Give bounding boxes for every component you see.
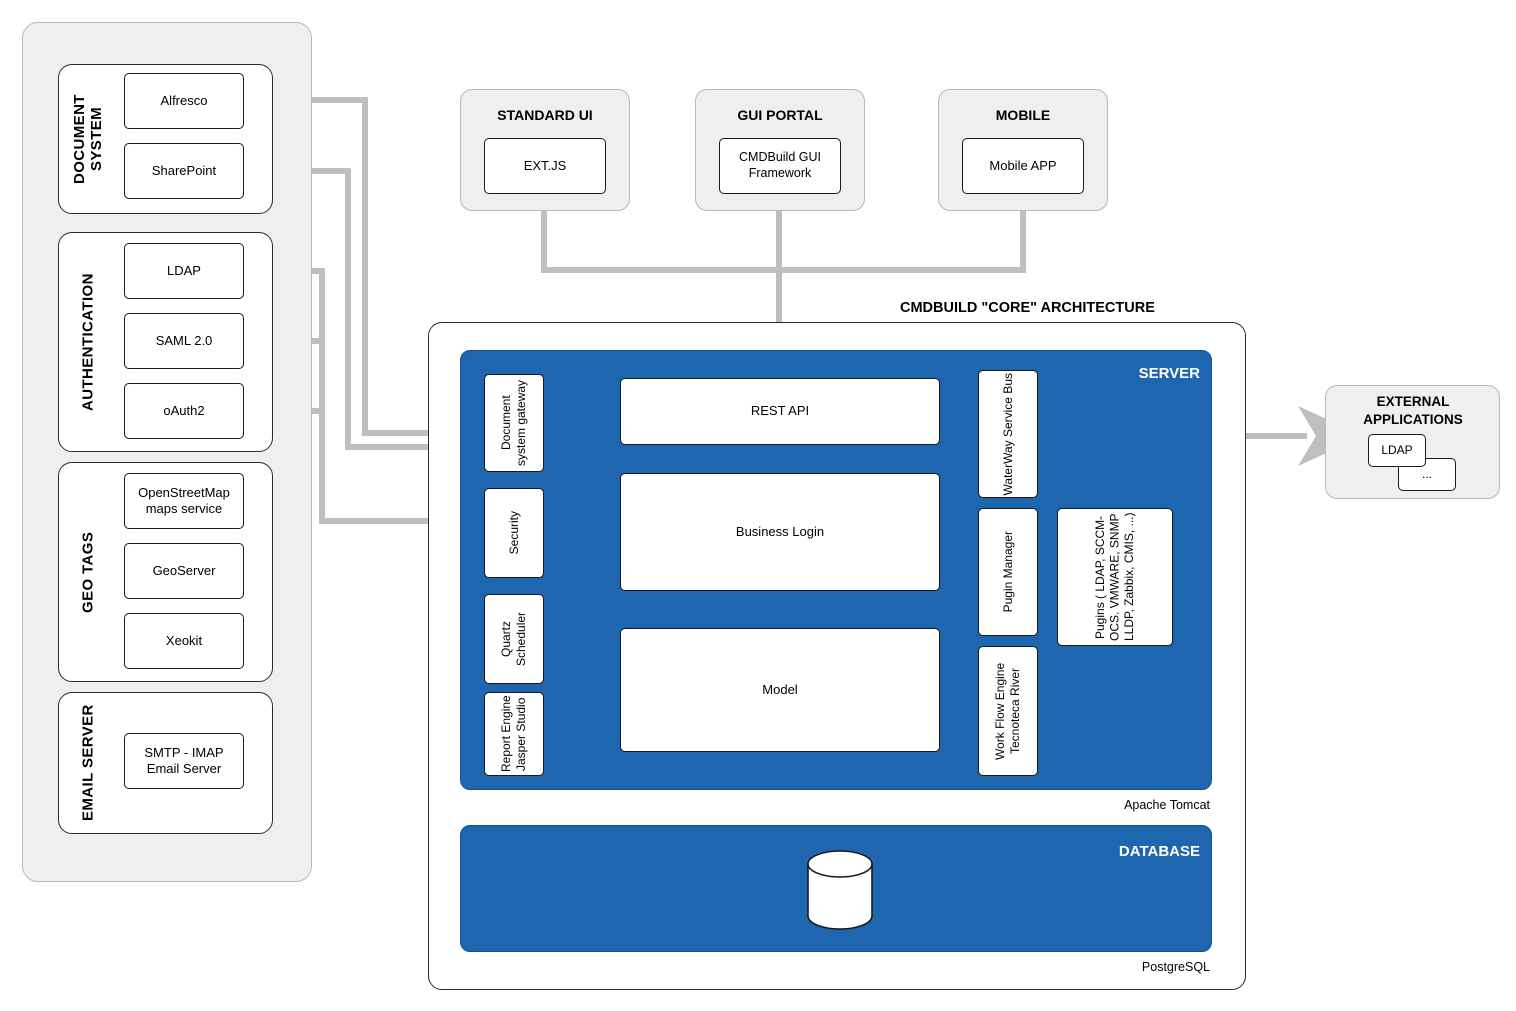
- node-business-login[interactable]: Business Login: [620, 473, 940, 591]
- node-geoserver[interactable]: GeoServer: [124, 543, 244, 599]
- card-mobile-title: MOBILE: [995, 107, 1051, 123]
- node-work-flow-engine[interactable]: Work Flow Engine Tecnoteca River: [978, 646, 1038, 776]
- node-xeokit-label: Xeokit: [165, 632, 203, 648]
- card-gui-portal-title: GUI PORTAL: [737, 107, 823, 123]
- node-security[interactable]: Security: [484, 488, 544, 578]
- node-cmdbuild-gui-framework-label: CMDBuild GUI Framework: [739, 150, 821, 180]
- node-model[interactable]: Model: [620, 628, 940, 752]
- node-smtp-imap[interactable]: SMTP - IMAP Email Server: [124, 733, 244, 789]
- runtime-label: Apache Tomcat: [1124, 798, 1210, 812]
- group-geo-tags-label: GEO TAGS: [79, 531, 97, 613]
- node-business-login-label: Business Login: [735, 523, 825, 539]
- node-sharepoint[interactable]: SharePoint: [124, 143, 244, 199]
- node-extjs[interactable]: EXT.JS: [484, 138, 606, 194]
- db-engine-label: PostgreSQL: [1141, 960, 1210, 974]
- node-waterway-service-bus[interactable]: WaterWay Service Bus: [978, 370, 1038, 498]
- node-alfresco[interactable]: Alfresco: [124, 73, 244, 129]
- group-authentication-label: AUTHENTICATION: [79, 273, 97, 411]
- node-ldap-label: LDAP: [167, 262, 201, 278]
- node-external-ldap-label: LDAP: [1381, 443, 1413, 457]
- node-xeokit[interactable]: Xeokit: [124, 613, 244, 669]
- node-oauth2[interactable]: oAuth2: [124, 383, 244, 439]
- node-document-system-gateway-label: Document system gateway: [499, 379, 528, 467]
- node-openstreetmap-label: OpenStreetMap maps service: [138, 484, 230, 516]
- node-mobile-app[interactable]: Mobile APP: [962, 138, 1084, 194]
- node-report-engine-jasper-studio[interactable]: Report Engine Jasper Studio: [484, 692, 544, 776]
- node-quartz-scheduler-label: Quartz Scheduler: [499, 611, 528, 667]
- node-report-engine-jasper-studio-label: Report Engine Jasper Studio: [499, 695, 528, 773]
- node-openstreetmap[interactable]: OpenStreetMap maps service: [124, 473, 244, 529]
- node-plugins-label: Pugins ( LDAP, SCCM-OCS. VMWARE, SNMP LL…: [1093, 512, 1137, 642]
- node-sharepoint-label: SharePoint: [151, 162, 217, 178]
- node-pugin-manager[interactable]: Pugin Manager: [978, 508, 1038, 636]
- wire-mobile-to-core: [779, 211, 1026, 273]
- node-model-label: Model: [762, 681, 798, 697]
- external-applications-title: EXTERNAL APPLICATIONS: [1363, 394, 1463, 427]
- wire-standardui-to-core: [541, 211, 779, 273]
- node-saml[interactable]: SAML 2.0: [124, 313, 244, 369]
- database-cylinder-icon: [807, 850, 873, 930]
- node-oauth2-label: oAuth2: [163, 402, 205, 418]
- card-standard-ui-title: STANDARD UI: [497, 107, 593, 123]
- node-alfresco-label: Alfresco: [160, 92, 208, 108]
- node-external-more-label: ...: [1421, 467, 1432, 481]
- node-rest-api[interactable]: REST API: [620, 378, 940, 445]
- node-document-system-gateway[interactable]: Document system gateway: [484, 374, 544, 472]
- node-extjs-label: EXT.JS: [523, 157, 567, 173]
- node-quartz-scheduler[interactable]: Quartz Scheduler: [484, 594, 544, 684]
- node-saml-label: SAML 2.0: [155, 332, 213, 348]
- node-rest-api-label: REST API: [750, 403, 810, 419]
- node-geoserver-label: GeoServer: [152, 562, 216, 578]
- node-waterway-service-bus-label: WaterWay Service Bus: [1000, 372, 1015, 496]
- node-ldap[interactable]: LDAP: [124, 243, 244, 299]
- node-cmdbuild-gui-framework[interactable]: CMDBuild GUI Framework: [719, 138, 841, 194]
- core-architecture-title: CMDBUILD "CORE" ARCHITECTURE: [900, 300, 1155, 316]
- node-pugin-manager-label: Pugin Manager: [1000, 531, 1015, 613]
- node-mobile-app-label: Mobile APP: [989, 157, 1057, 173]
- server-panel-label: SERVER: [1138, 364, 1200, 382]
- node-security-label: Security: [506, 511, 521, 555]
- node-smtp-imap-label: SMTP - IMAP Email Server: [144, 744, 224, 776]
- database-panel-label: DATABASE: [1118, 842, 1200, 860]
- node-work-flow-engine-label: Work Flow Engine Tecnoteca River: [993, 662, 1022, 760]
- node-plugins[interactable]: Pugins ( LDAP, SCCM-OCS. VMWARE, SNMP LL…: [1057, 508, 1173, 646]
- group-email-server-label: EMAIL SERVER: [79, 704, 97, 822]
- node-external-ldap[interactable]: LDAP: [1368, 434, 1426, 467]
- group-document-system-label: DOCUMENT SYSTEM: [71, 94, 105, 184]
